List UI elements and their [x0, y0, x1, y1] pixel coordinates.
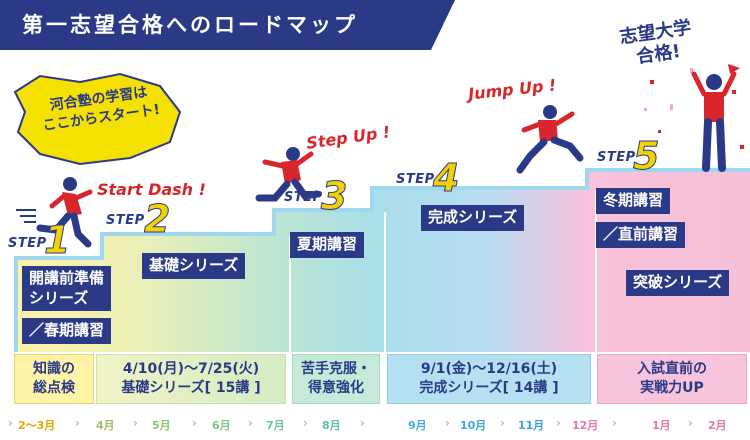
- info-box-step1: 知識の 総点検: [14, 354, 94, 404]
- info-step2-line2: 基礎シリーズ[ 15講 ]: [121, 380, 261, 396]
- month-label: 9月: [408, 419, 427, 432]
- chevron-right-icon: ›: [75, 416, 80, 430]
- month-label: 6月: [212, 419, 231, 432]
- info-step4-line1: 9/1(金)～12/16(土): [420, 361, 558, 378]
- info-step4-line2: 完成シリーズ[ 14講 ]: [419, 380, 559, 396]
- month-label: 11月: [518, 419, 545, 432]
- month-label: 10月: [460, 419, 487, 432]
- month-label: 7月: [266, 419, 285, 432]
- chevron-right-icon: ›: [360, 416, 365, 430]
- step5-course-breakthrough: 突破シリーズ: [626, 270, 730, 296]
- month-label: 12月: [572, 419, 599, 432]
- start-badge-burst: [13, 72, 182, 166]
- month-label: 4月: [96, 419, 115, 432]
- chevron-right-icon: ›: [556, 416, 561, 430]
- info-box-step5: 入試直前の 実戦力UP: [597, 354, 747, 404]
- chevron-right-icon: ›: [133, 416, 138, 430]
- info-step5-line1: 入試直前の: [637, 361, 707, 378]
- month-label: 2～3月: [18, 419, 56, 432]
- info-step5-line2: 実戦力UP: [640, 380, 704, 396]
- step5-label: STEP: [597, 150, 636, 165]
- info-step3-line2: 得意強化: [308, 380, 364, 396]
- step2-number: 2: [143, 197, 171, 241]
- info-box-step2: 4/10(月)～7/25(火) 基礎シリーズ[ 15講 ]: [96, 354, 286, 404]
- slogan-start-dash: Start Dash !: [97, 180, 206, 199]
- step2-course-basic: 基礎シリーズ: [142, 253, 246, 279]
- runner-figure-1: [16, 177, 93, 248]
- chevron-right-icon: ›: [612, 416, 617, 430]
- month-label: 8月: [322, 419, 341, 432]
- step4-course-completion: 完成シリーズ: [421, 205, 525, 231]
- chevron-right-icon: ›: [303, 416, 308, 430]
- info-step1-line2: 総点検: [33, 380, 75, 396]
- step5-course-final: ／直前講習: [596, 222, 686, 248]
- celebrating-figure: [691, 64, 740, 172]
- step3-number: 3: [320, 174, 348, 218]
- month-timeline: [0, 408, 750, 440]
- chevron-right-icon: ›: [500, 416, 505, 430]
- month-label: 2月: [708, 419, 727, 432]
- runner-figure-2: [255, 147, 321, 202]
- month-label: 1月: [652, 419, 671, 432]
- title-banner: [0, 0, 455, 50]
- step1-label: STEP: [8, 236, 47, 251]
- step3-label: STEP: [284, 190, 323, 205]
- chevron-right-icon: ›: [445, 416, 450, 430]
- chevron-right-icon: ›: [8, 416, 13, 430]
- chevron-right-icon: ›: [688, 416, 693, 430]
- month-label: 5月: [152, 419, 171, 432]
- step3-course-summer: 夏期講習: [290, 232, 365, 258]
- step1-course-prep: 開講前準備 シリーズ: [22, 266, 112, 311]
- info-step1-line1: 知識の: [33, 361, 75, 378]
- page-title: 第一志望合格へのロードマップ: [22, 13, 358, 37]
- chevron-right-icon: ›: [192, 416, 197, 430]
- info-step2-line1: 4/10(月)～7/25(火): [122, 361, 260, 378]
- step5-number: 5: [632, 134, 660, 178]
- info-step3-line1: 苦手克服・: [301, 361, 371, 378]
- step4-number: 4: [432, 156, 460, 200]
- chevron-right-icon: ›: [248, 416, 253, 430]
- info-box-step4: 9/1(金)～12/16(土) 完成シリーズ[ 14講 ]: [387, 354, 591, 404]
- info-box-step3: 苦手克服・ 得意強化: [292, 354, 380, 404]
- step1-number: 1: [43, 218, 71, 262]
- step1-course-spring: ／春期講習: [22, 318, 112, 344]
- step4-label: STEP: [396, 172, 435, 187]
- step2-label: STEP: [106, 213, 145, 228]
- step5-course-winter: 冬期講習: [596, 188, 671, 214]
- runner-figure-3: [516, 105, 584, 174]
